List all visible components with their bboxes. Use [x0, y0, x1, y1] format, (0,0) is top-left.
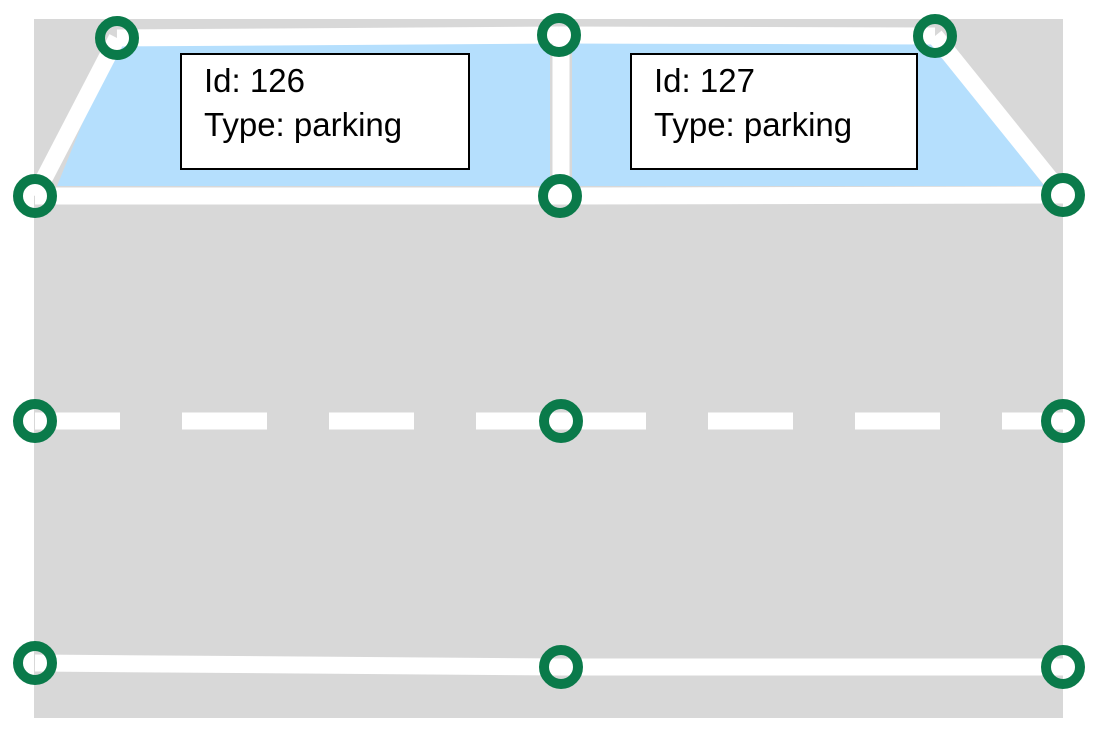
- node-center-right[interactable]: [1041, 399, 1085, 443]
- node-center-left[interactable]: [13, 399, 57, 443]
- lane-boundary-bottom-left: [34, 654, 562, 676]
- lane-boundary-top-center-left: [116, 26, 560, 47]
- map-nodes-layer[interactable]: [13, 13, 1085, 689]
- node-bottom-left[interactable]: [13, 641, 57, 685]
- node-top-left[interactable]: [95, 16, 139, 60]
- lane-boundary-top-right-diagonal: [928, 30, 1070, 201]
- lanelet-type-text: Type: parking: [654, 105, 853, 143]
- node-top-center[interactable]: [537, 13, 581, 57]
- lanelet-type-text: Type: parking: [204, 105, 403, 143]
- node-center-center[interactable]: [539, 399, 583, 443]
- lane-boundary-top-left-diagonal: [27, 34, 125, 200]
- node-upper-edge-right[interactable]: [1041, 173, 1085, 217]
- node-top-right[interactable]: [913, 14, 957, 58]
- lane-boundary-upper-right: [559, 186, 1064, 205]
- lane-boundary-top-center-right: [558, 26, 936, 45]
- lanelet-id-text: Id: 126: [204, 62, 305, 99]
- node-upper-edge-center[interactable]: [538, 174, 582, 218]
- node-upper-edge-left[interactable]: [13, 174, 57, 218]
- lanelet-id-text: Id: 127: [654, 62, 755, 99]
- node-bottom-right[interactable]: [1041, 645, 1085, 689]
- lane-markings-layer: [27, 26, 1070, 676]
- node-bottom-center[interactable]: [539, 645, 583, 689]
